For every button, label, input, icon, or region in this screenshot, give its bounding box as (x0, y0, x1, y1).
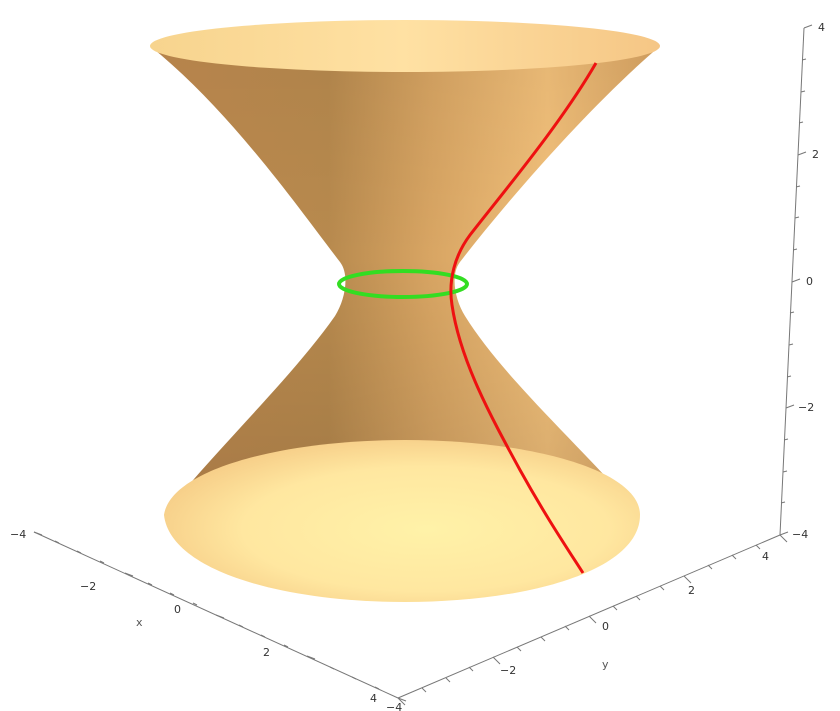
x-axis-label: x (136, 616, 143, 629)
svg-text:−4: −4 (792, 528, 808, 541)
bottom-rim (164, 440, 640, 602)
svg-text:2: 2 (263, 646, 270, 659)
y-axis-label: y (602, 658, 609, 671)
svg-text:4: 4 (818, 21, 825, 34)
top-rim (150, 20, 660, 72)
svg-text:0: 0 (602, 620, 609, 633)
svg-text:−2: −2 (798, 401, 814, 414)
generating-curve-red (449, 62, 598, 574)
z-axis-tick-labels: −4 −2 0 2 4 (792, 21, 825, 541)
svg-text:−4: −4 (10, 528, 26, 541)
svg-text:4: 4 (762, 550, 769, 563)
svg-text:−2: −2 (500, 664, 516, 677)
waist-circle-green (337, 269, 469, 299)
y-axis-tick-labels: −4 −2 0 2 4 y (386, 550, 769, 711)
x-axis-tick-labels: −4 −2 0 2 4 x (10, 528, 377, 705)
y-axis-ticks (397, 534, 788, 706)
svg-text:−4: −4 (386, 701, 402, 711)
svg-text:0: 0 (174, 603, 181, 616)
z-axis-ticks (779, 24, 813, 536)
hyperboloid-surface (150, 20, 660, 602)
svg-text:2: 2 (688, 584, 695, 597)
svg-text:0: 0 (806, 275, 813, 288)
svg-text:−2: −2 (80, 580, 96, 593)
x-axis-ticks (33, 531, 407, 702)
svg-text:4: 4 (370, 692, 377, 705)
svg-text:2: 2 (812, 148, 819, 161)
